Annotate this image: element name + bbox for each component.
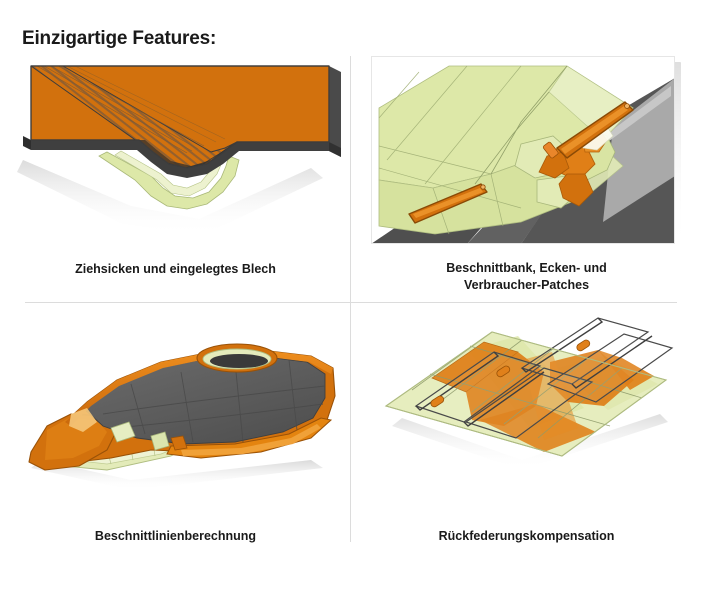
feature-caption-beschnittlinien: Beschnittlinienberechnung — [94, 529, 257, 543]
feature-caption-beschnittbank: Beschnittbank, Ecken- und Verbraucher-Pa… — [446, 261, 607, 292]
trim-bench-corner-patches-render — [351, 56, 702, 252]
feature-cell-ziehsicken: Ziehsicken und eingelegtes Blech — [0, 56, 351, 306]
trim-line-calculation-render — [0, 310, 351, 495]
horizontal-divider — [25, 302, 677, 303]
feature-caption-rueckfederung: Rückfederungskompensation — [438, 529, 615, 543]
page-title: Einzigartige Features: — [22, 28, 217, 49]
feature-cell-beschnittbank: Beschnittbank, Ecken- und Verbraucher-Pa… — [351, 56, 702, 306]
feature-cell-beschnittlinien: Beschnittlinienberechnung — [0, 310, 351, 560]
drawbead-and-inlaid-sheet-render — [0, 56, 351, 246]
feature-caption-ziehsicken: Ziehsicken und eingelegtes Blech — [75, 262, 276, 276]
vertical-divider — [350, 56, 351, 542]
feature-cell-rueckfederung: Rückfederungskompensation — [351, 310, 702, 560]
springback-compensation-render — [351, 310, 702, 495]
